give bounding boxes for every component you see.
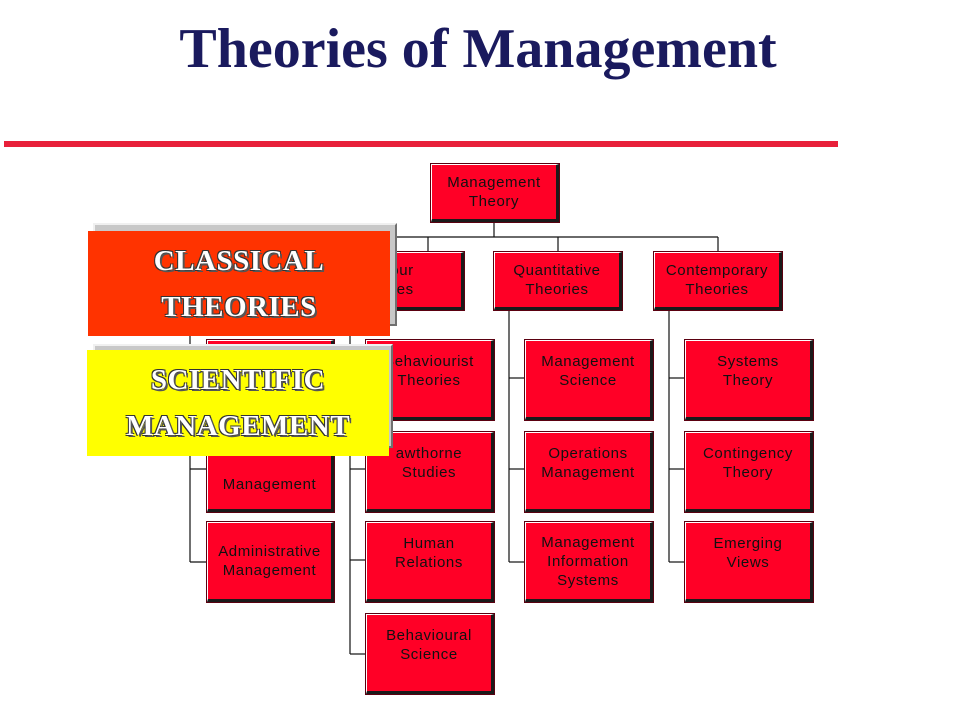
node-line: Management — [541, 464, 635, 481]
node-line: Science — [400, 646, 458, 663]
node-line: Contingency — [703, 445, 793, 462]
page-title: Theories of Management — [179, 18, 777, 80]
node-line: Information — [547, 552, 629, 570]
node-line: Behavioural — [386, 627, 472, 644]
node-line: Management — [541, 353, 635, 370]
node-line: Emerging — [713, 535, 783, 552]
classical-theories-callout: CLASSICAL THEORIES — [88, 231, 390, 336]
callout-line: CLASSICAL — [153, 244, 325, 277]
callout-line: THEORIES — [161, 290, 317, 323]
node-line: Behaviourist — [384, 353, 474, 370]
node-line: Systems — [557, 571, 619, 589]
node-line: Relations — [395, 554, 463, 571]
node-line: Management — [222, 475, 317, 493]
node-line: Studies — [401, 464, 457, 481]
node-line: Management — [222, 562, 317, 579]
node-line: Contemporary — [665, 262, 769, 279]
node-line: Operations — [548, 445, 628, 462]
node-line: Administrative — [218, 543, 321, 560]
callout-line: SCIENTIFIC — [150, 364, 326, 396]
scientific-management-callout: SCIENTIFIC MANAGEMENT — [87, 350, 389, 456]
node-line: Theory — [722, 372, 774, 389]
node-line: awthorne — [395, 445, 463, 462]
node-line: Management — [447, 174, 541, 191]
title-underline — [4, 141, 838, 147]
node-line: Science — [559, 372, 617, 389]
callout-line: MANAGEMENT — [125, 410, 351, 442]
node-line: Theories — [397, 372, 461, 389]
node-line: Theories — [525, 281, 589, 298]
node-line: Systems — [717, 353, 779, 370]
node-line: Theory — [468, 193, 520, 210]
node-line: Management — [541, 533, 635, 551]
node-line: Theory — [722, 464, 774, 481]
node-line: Quantitative — [513, 262, 601, 279]
node-line: Human — [403, 535, 455, 552]
node-line: Theories — [685, 281, 749, 298]
node-line: Views — [726, 554, 770, 571]
